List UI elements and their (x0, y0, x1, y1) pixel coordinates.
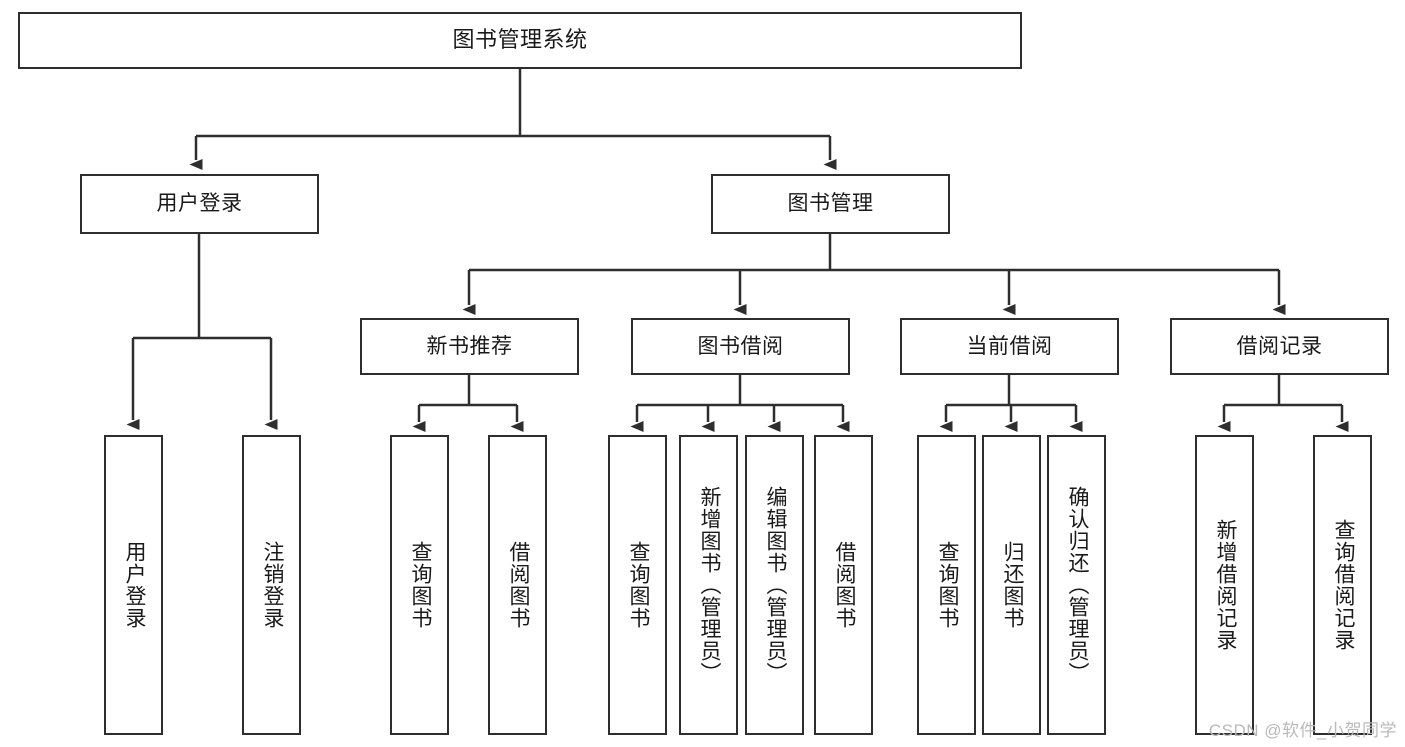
leaf-current-borrow-confirm-return-admin[interactable]: 确认归还（管理员） (1047, 435, 1106, 735)
leaf-label: 查询图书 (408, 541, 432, 629)
leaf-label: 注销登录 (260, 541, 284, 629)
leaf-label: 查询图书 (626, 541, 650, 629)
node-label: 图书管理 (787, 192, 874, 216)
leaf-current-borrow-return-book[interactable]: 归还图书 (982, 435, 1041, 735)
leaf-label: 借阅图书 (506, 541, 530, 629)
leaf-book-borrow-add-book-admin[interactable]: 新增图书（管理员） (679, 435, 738, 735)
leaf-label: 归还图书 (1000, 541, 1024, 629)
leaf-label: 确认归还（管理员） (1065, 486, 1089, 684)
leaf-book-borrow-query-book[interactable]: 查询图书 (608, 435, 667, 735)
leaf-user-login-login[interactable]: 用户登录 (104, 435, 163, 735)
node-label: 图书管理系统 (452, 27, 588, 53)
leaf-label: 新增图书（管理员） (697, 486, 721, 684)
leaf-book-borrow-edit-book-admin[interactable]: 编辑图书（管理员） (745, 435, 804, 735)
node-root-book-management-system[interactable]: 图书管理系统 (18, 12, 1022, 69)
watermark: CSDN @软件_小贺同学 (1208, 721, 1397, 740)
node-label: 新书推荐 (426, 334, 513, 358)
leaf-label: 查询借阅记录 (1331, 519, 1355, 651)
leaf-label: 用户登录 (122, 541, 146, 629)
leaf-borrow-record-add-record[interactable]: 新增借阅记录 (1195, 435, 1254, 735)
node-user-login[interactable]: 用户登录 (80, 174, 319, 234)
leaf-book-borrow-borrow-book[interactable]: 借阅图书 (814, 435, 873, 735)
node-current-borrow[interactable]: 当前借阅 (900, 318, 1119, 375)
node-label: 当前借阅 (966, 334, 1053, 358)
leaf-label: 新增借阅记录 (1213, 519, 1237, 651)
leaf-new-book-query-book[interactable]: 查询图书 (390, 435, 449, 735)
leaf-borrow-record-query-record[interactable]: 查询借阅记录 (1313, 435, 1372, 735)
node-borrow-record[interactable]: 借阅记录 (1170, 318, 1389, 375)
node-label: 借阅记录 (1236, 334, 1323, 358)
node-book-borrow[interactable]: 图书借阅 (631, 318, 850, 375)
leaf-current-borrow-query-book[interactable]: 查询图书 (917, 435, 976, 735)
node-label: 用户登录 (156, 192, 243, 216)
leaf-label: 查询图书 (935, 541, 959, 629)
node-label: 图书借阅 (697, 334, 784, 358)
leaf-user-login-logout[interactable]: 注销登录 (242, 435, 301, 735)
node-book-management[interactable]: 图书管理 (711, 174, 950, 234)
node-new-book-recommend[interactable]: 新书推荐 (360, 318, 579, 375)
leaf-label: 编辑图书（管理员） (763, 486, 787, 684)
leaf-new-book-borrow-book[interactable]: 借阅图书 (488, 435, 547, 735)
leaf-label: 借阅图书 (832, 541, 856, 629)
